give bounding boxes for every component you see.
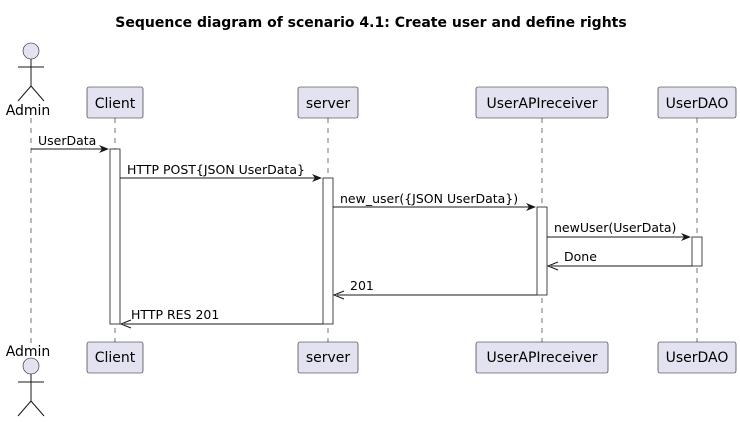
participant-box xyxy=(657,341,737,374)
participant-server-top: server xyxy=(297,86,359,119)
participant-server-bottom: server xyxy=(297,341,359,374)
participant-label-admin: Admin xyxy=(6,344,51,360)
actor-head xyxy=(22,357,40,375)
message-label: HTTP RES 201 xyxy=(131,307,219,322)
participant-label-server: server xyxy=(306,96,351,112)
participant-box xyxy=(297,86,359,119)
participant-userapireceiver-bottom: UserAPIreceiver xyxy=(475,341,609,374)
participant-label-server: server xyxy=(306,350,351,366)
diagram-title: Sequence diagram of scenario 4.1: Create… xyxy=(115,15,626,31)
arrowhead xyxy=(546,261,559,271)
participant-label-admin: Admin xyxy=(6,103,51,119)
participant-label-userapireceiver: UserAPIreceiver xyxy=(487,350,598,366)
participant-label-userdao: UserDAO xyxy=(666,96,729,112)
message-4: newUser(UserData) xyxy=(547,220,691,241)
arrowhead xyxy=(332,290,345,300)
message-label: HTTP POST{JSON UserData} xyxy=(127,162,305,177)
arrowhead xyxy=(681,233,691,241)
participant-userdao-bottom: UserDAO xyxy=(657,341,737,374)
participant-box xyxy=(657,86,737,119)
participant-box xyxy=(86,86,144,119)
participant-client-bottom: Client xyxy=(86,341,144,374)
message-label: 201 xyxy=(350,278,374,293)
actor-admin-top: Admin xyxy=(6,42,51,119)
message-2: HTTP POST{JSON UserData} xyxy=(120,162,322,182)
arrowhead xyxy=(312,174,322,182)
participant-label-client: Client xyxy=(95,350,136,366)
participant-userapireceiver-top: UserAPIreceiver xyxy=(475,86,609,119)
participant-client-top: Client xyxy=(86,86,144,119)
participant-box xyxy=(475,341,609,374)
actor-body xyxy=(17,59,45,102)
activation-userapireceiver xyxy=(536,206,548,296)
arrowhead xyxy=(119,319,132,329)
message-3: new_user({JSON UserData}) xyxy=(333,191,536,211)
message-label: Done xyxy=(564,249,597,264)
participant-box xyxy=(86,341,144,374)
message-label: newUser(UserData) xyxy=(554,220,676,235)
participant-box xyxy=(297,341,359,374)
message-6: 201 xyxy=(332,278,537,300)
participant-userdao-top: UserDAO xyxy=(657,86,737,119)
activations xyxy=(109,148,703,325)
participant-box xyxy=(475,86,609,119)
message-7: HTTP RES 201 xyxy=(119,307,323,329)
participant-label-userdao: UserDAO xyxy=(666,350,729,366)
message-label: new_user({JSON UserData}) xyxy=(340,191,518,206)
participant-label-client: Client xyxy=(95,96,136,112)
activation-server xyxy=(322,177,334,325)
actor-body xyxy=(17,374,45,417)
arrowhead xyxy=(526,203,536,211)
message-1: UserData xyxy=(31,133,109,153)
message-label: UserData xyxy=(38,133,96,148)
arrowhead xyxy=(99,145,109,153)
actor-admin-bottom: Admin xyxy=(6,344,51,417)
activation-userdao xyxy=(691,236,703,267)
actor-head xyxy=(22,42,40,60)
message-5: Done xyxy=(546,249,692,271)
activation-client xyxy=(109,148,121,325)
participant-label-userapireceiver: UserAPIreceiver xyxy=(487,96,598,112)
